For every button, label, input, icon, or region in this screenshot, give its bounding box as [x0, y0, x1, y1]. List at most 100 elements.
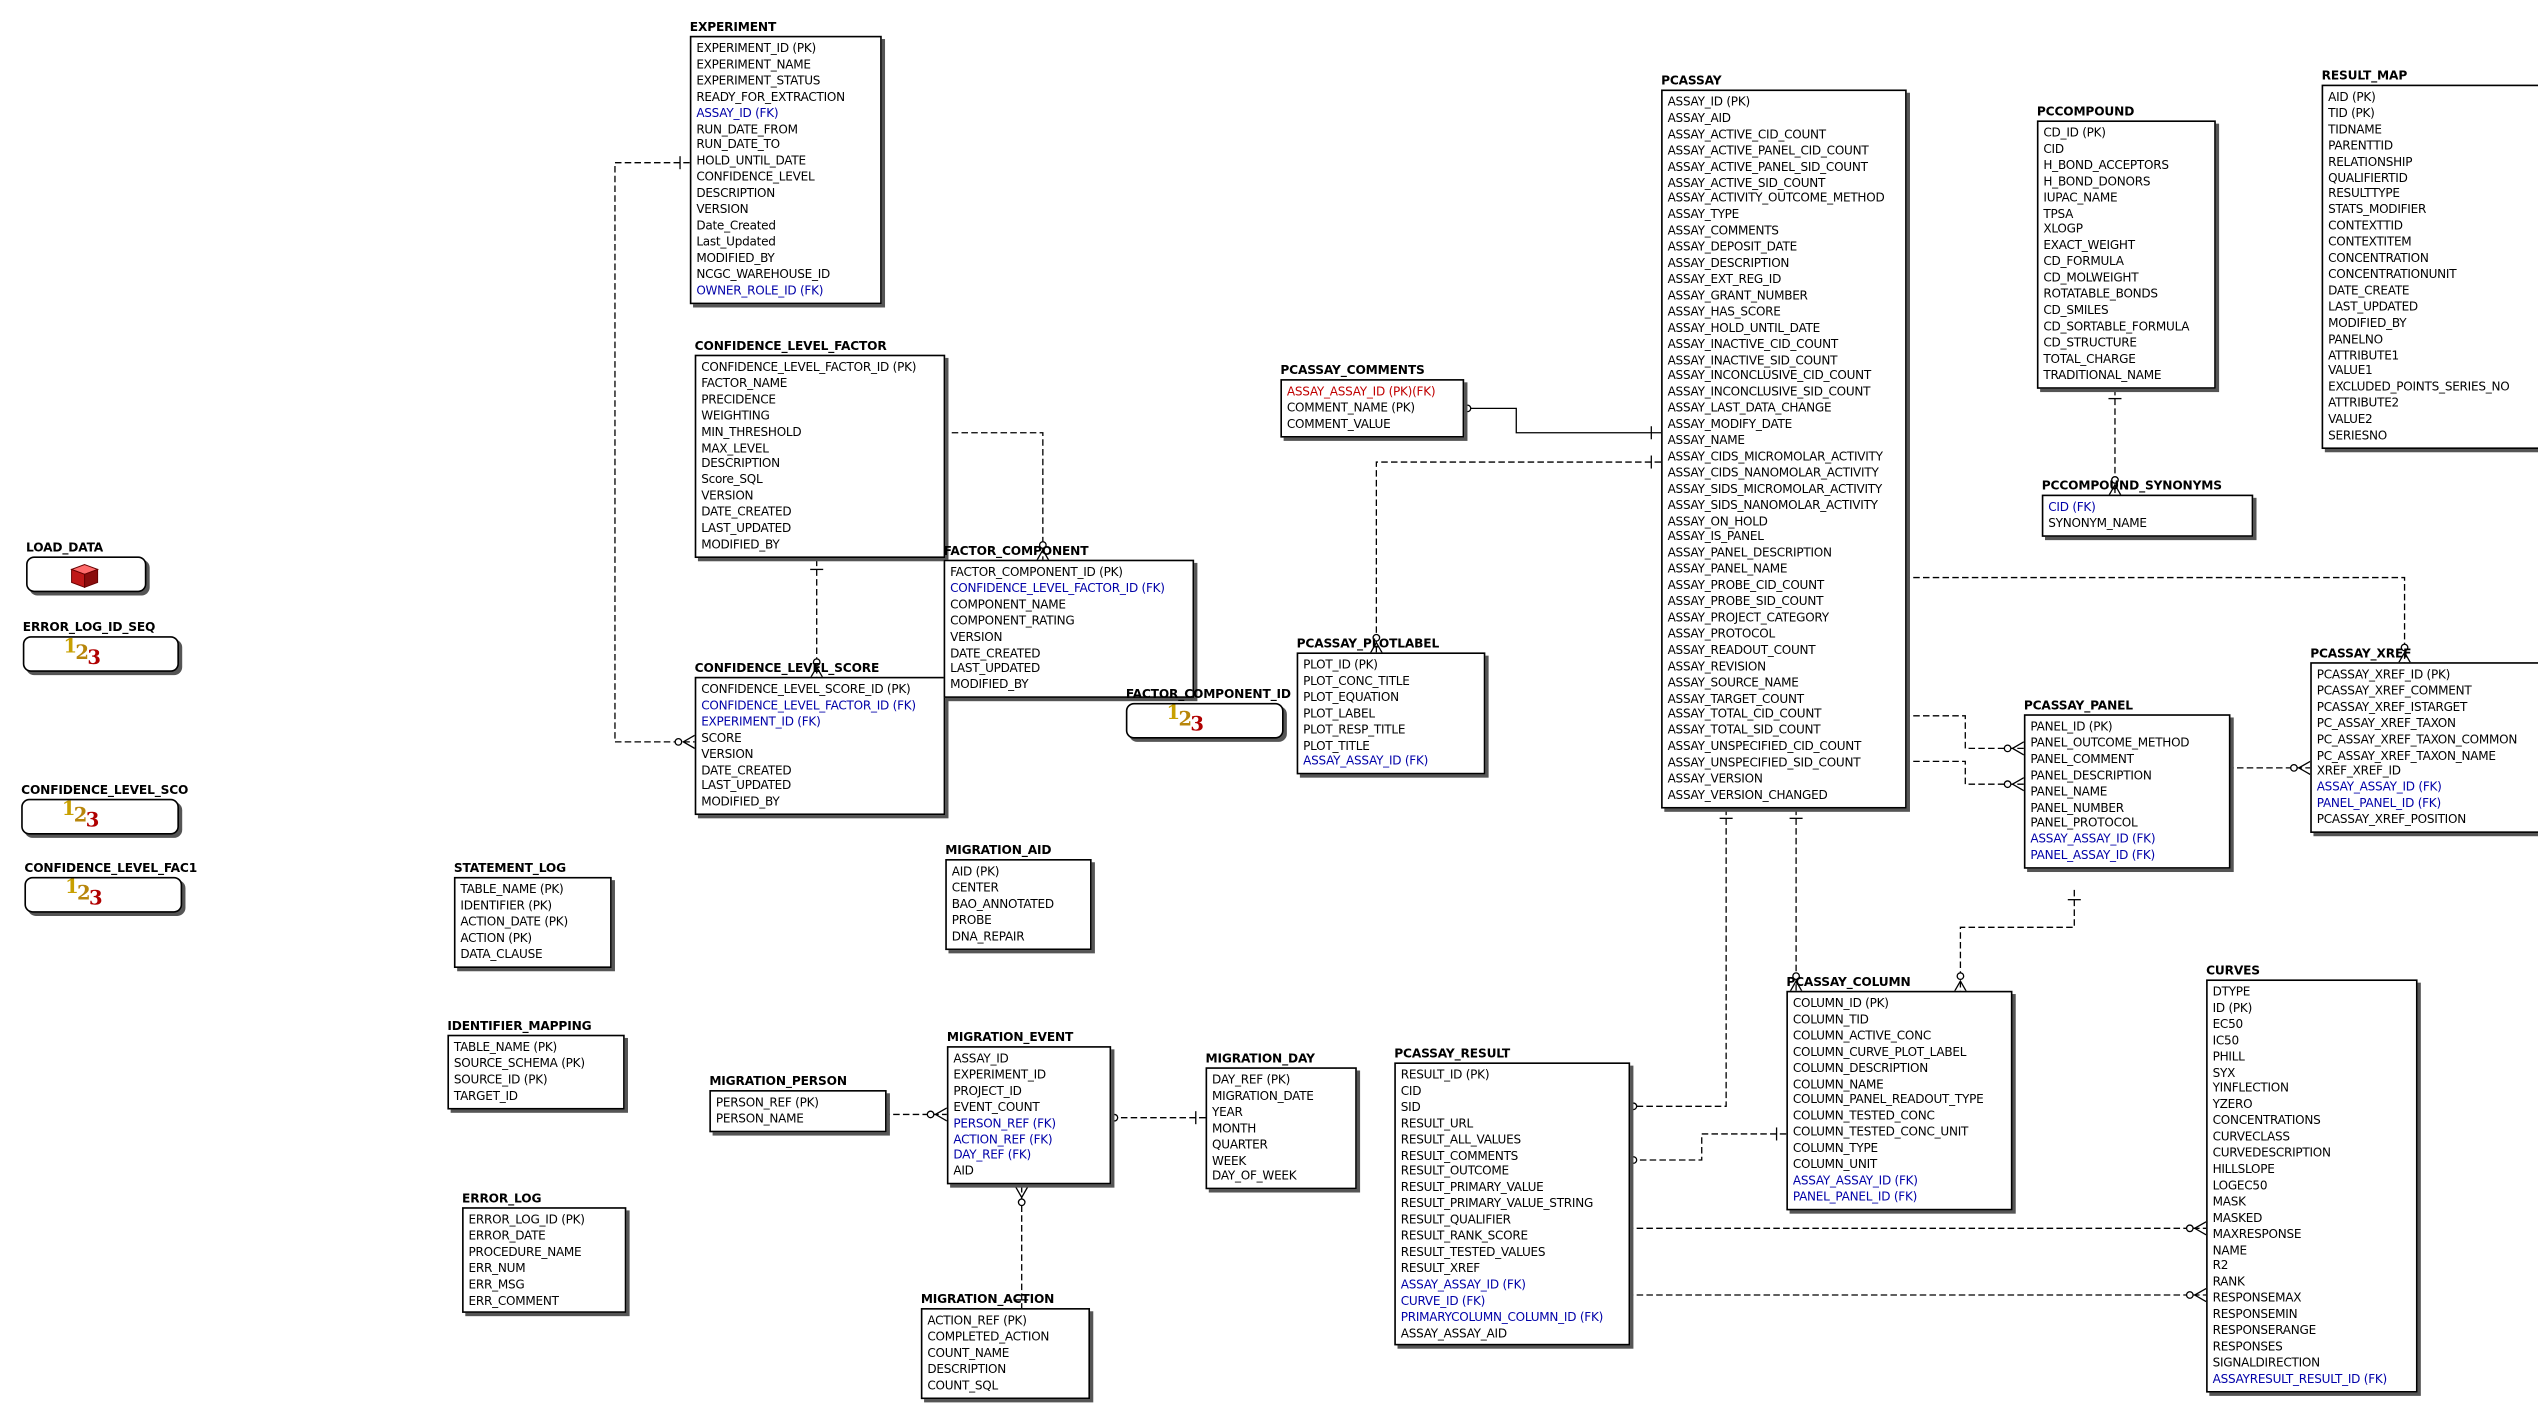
attribute-row[interactable]: RESULTTYPE	[2328, 186, 2400, 201]
attribute-row[interactable]: QUALIFIERTID	[2328, 170, 2408, 185]
attribute-row[interactable]: CONCENTRATIONS	[2212, 1113, 2321, 1128]
attribute-row[interactable]: ASSAY_COMMENTS	[1667, 223, 1779, 238]
attribute-row[interactable]: ASSAY_TOTAL_SID_COUNT	[1667, 722, 1821, 738]
attribute-row[interactable]: ACTION (PK)	[460, 930, 532, 945]
attribute-row[interactable]: ASSAY_ASSAY_ID (FK)	[1792, 1172, 1918, 1188]
attribute-row[interactable]: Last_Updated	[696, 234, 776, 249]
attribute-row[interactable]: ASSAY_ACTIVE_PANEL_CID_COUNT	[1667, 142, 1869, 158]
attribute-row[interactable]: PHILL	[2212, 1048, 2245, 1064]
attribute-row[interactable]: EXCLUDED_POINTS_SERIES_NO	[2328, 379, 2510, 395]
attribute-row[interactable]: PROCEDURE_NAME	[468, 1244, 582, 1259]
attribute-row[interactable]: AID (PK)	[951, 863, 1000, 879]
attribute-row[interactable]: PCASSAY_XREF_ID (PK)	[2316, 667, 2451, 682]
attribute-row[interactable]: EXPERIMENT_ID (FK)	[701, 713, 821, 729]
attribute-row[interactable]: CD_MOLWEIGHT	[2043, 270, 2139, 285]
attribute-row[interactable]: COUNT_NAME	[927, 1345, 1010, 1360]
attribute-row[interactable]: R2	[2212, 1258, 2229, 1273]
attribute-row[interactable]: DESCRIPTION	[696, 185, 776, 201]
attribute-row[interactable]: RESULT_ALL_VALUES	[1400, 1131, 1521, 1147]
attribute-row[interactable]: RESPONSERANGE	[2212, 1322, 2317, 1338]
attribute-row[interactable]: CENTER	[951, 880, 999, 895]
attribute-row[interactable]: AID	[953, 1163, 974, 1179]
attribute-row[interactable]: RESULT_OUTCOME	[1400, 1163, 1509, 1179]
attribute-row[interactable]: RESULT_TESTED_VALUES	[1400, 1244, 1546, 1260]
attribute-row[interactable]: RESULT_COMMENTS	[1400, 1147, 1519, 1163]
attribute-row[interactable]: ASSAY_PANEL_NAME	[1667, 561, 1788, 577]
attribute-row[interactable]: ACTION_DATE (PK)	[460, 914, 568, 929]
attribute-row[interactable]: CONTEXTTID	[2328, 218, 2403, 234]
attribute-row[interactable]: MIN_THRESHOLD	[701, 424, 802, 439]
attribute-row[interactable]: ASSAY_SIDS_NANOMOLAR_ACTIVITY	[1667, 497, 1878, 512]
attribute-row[interactable]: TOTAL_CHARGE	[2043, 350, 2136, 366]
attribute-row[interactable]: PERSON_NAME	[715, 1111, 804, 1126]
attribute-row[interactable]: RELATIONSHIP	[2328, 153, 2413, 169]
attribute-row[interactable]: COMMENT_NAME (PK)	[1286, 400, 1415, 415]
attribute-row[interactable]: LAST_UPDATED	[950, 661, 1040, 676]
attribute-row[interactable]: ASSAY_SOURCE_NAME	[1667, 674, 1799, 690]
attribute-row[interactable]: H_BOND_DONORS	[2043, 173, 2151, 189]
attribute-row[interactable]: ASSAY_EXT_REG_ID	[1667, 271, 1782, 287]
relationship-line[interactable]	[1893, 715, 2024, 750]
relationship-line[interactable]	[1959, 889, 2075, 993]
attribute-row[interactable]: PLOT_TITLE	[1303, 737, 1370, 753]
attribute-row[interactable]: SYX	[2212, 1064, 2236, 1080]
attribute-row[interactable]: TRADITIONAL_NAME	[2043, 367, 2162, 382]
attribute-row[interactable]: COLUMN_TESTED_CONC	[1792, 1108, 1935, 1124]
attribute-row[interactable]: TARGET_ID	[453, 1087, 518, 1103]
attribute-row[interactable]: MODIFIED_BY	[696, 250, 775, 265]
attribute-row[interactable]: PANEL_COMMENT	[2030, 751, 2134, 766]
attribute-row[interactable]: CONFIDENCE_LEVEL_FACTOR_ID (FK)	[701, 697, 916, 713]
attribute-row[interactable]: ID (PK)	[2212, 1000, 2253, 1016]
attribute-row[interactable]: ASSAY_TOTAL_CID_COUNT	[1667, 706, 1822, 722]
attribute-row[interactable]: EXPERIMENT_ID (PK)	[696, 40, 816, 56]
attribute-row[interactable]: ASSAY_HOLD_UNTIL_DATE	[1667, 319, 1821, 335]
attribute-row[interactable]: ASSAY_UNSPECIFIED_CID_COUNT	[1667, 739, 1862, 754]
attribute-row[interactable]: CURVE_ID (FK)	[1400, 1292, 1486, 1308]
attribute-row[interactable]: OWNER_ROLE_ID (FK)	[696, 282, 824, 298]
attribute-row[interactable]: DATE_CREATE	[2328, 282, 2410, 298]
attribute-row[interactable]: ASSAY_PROBE_CID_COUNT	[1667, 577, 1825, 593]
attribute-row[interactable]: RESULT_RANK_SCORE	[1400, 1228, 1528, 1244]
attribute-row[interactable]: ASSAY_SIDS_MICROMOLAR_ACTIVITY	[1667, 481, 1883, 496]
attribute-row[interactable]: RESULT_PRIMARY_VALUE_STRING	[1400, 1196, 1594, 1211]
attribute-row[interactable]: MODIFIED_BY	[701, 536, 780, 552]
attribute-row[interactable]: PLOT_RESP_TITLE	[1303, 721, 1406, 737]
relationship-line[interactable]	[1375, 461, 1662, 655]
attribute-row[interactable]: ASSAY_MODIFY_DATE	[1667, 416, 1793, 432]
attribute-row[interactable]: DTYPE	[2212, 984, 2251, 999]
attribute-row[interactable]: ASSAY_ACTIVE_SID_COUNT	[1667, 174, 1826, 190]
attribute-row[interactable]: IDENTIFIER (PK)	[460, 897, 552, 913]
attribute-row[interactable]: PANEL_OUTCOME_METHOD	[2030, 735, 2190, 750]
attribute-row[interactable]: ASSAY_CIDS_MICROMOLAR_ACTIVITY	[1667, 448, 1883, 464]
attribute-row[interactable]: LOGEC50	[2212, 1177, 2268, 1193]
attribute-row[interactable]: ERR_COMMENT	[468, 1292, 559, 1308]
attribute-row[interactable]: ASSAY_ASSAY_ID (FK)	[1303, 753, 1429, 769]
attribute-row[interactable]: ASSAY_UNSPECIFIED_SID_COUNT	[1667, 755, 1861, 770]
attribute-row[interactable]: ASSAY_ID (FK)	[696, 105, 779, 120]
attribute-row[interactable]: COLUMN_UNIT	[1792, 1156, 1877, 1172]
attribute-row[interactable]: CURVECLASS	[2212, 1129, 2290, 1144]
attribute-row[interactable]: ASSAY_AID	[1667, 110, 1731, 126]
attribute-row[interactable]: CD_SMILES	[2043, 302, 2109, 318]
attribute-row[interactable]: MODIFIED_BY	[2328, 315, 2407, 330]
attribute-row[interactable]: LAST_UPDATED	[701, 520, 792, 536]
attribute-row[interactable]: TID (PK)	[2328, 105, 2375, 121]
attribute-row[interactable]: ASSAY_DEPOSIT_DATE	[1667, 239, 1798, 255]
attribute-row[interactable]: CONCENTRATIONUNIT	[2328, 266, 2457, 282]
attribute-row[interactable]: ASSAY_PROBE_SID_COUNT	[1667, 593, 1824, 609]
attribute-row[interactable]: DAY_REF (FK)	[953, 1147, 1032, 1163]
attribute-row[interactable]: DESCRIPTION	[927, 1361, 1007, 1376]
attribute-row[interactable]: ERROR_DATE	[468, 1228, 546, 1243]
attribute-row[interactable]: COUNT_SQL	[927, 1377, 998, 1393]
attribute-row[interactable]: CONFIDENCE_LEVEL_FACTOR_ID (PK)	[701, 359, 917, 375]
attribute-row[interactable]: DNA_REPAIR	[951, 928, 1025, 943]
attribute-row[interactable]: COMPONENT_NAME	[950, 596, 1066, 612]
attribute-row[interactable]: COLUMN_TID	[1792, 1011, 1869, 1027]
attribute-row[interactable]: CONTEXTITEM	[2328, 234, 2412, 250]
